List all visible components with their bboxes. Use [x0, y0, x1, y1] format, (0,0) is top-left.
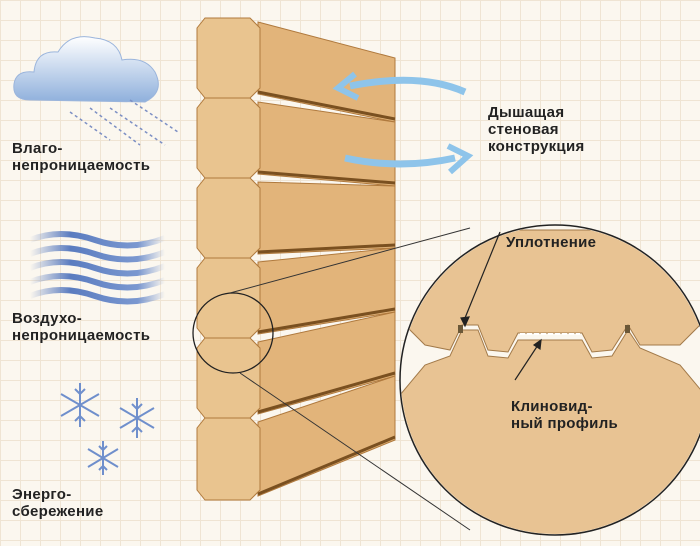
moisture-label: Влаго- непроницаемость: [12, 140, 150, 174]
log-groove: [257, 90, 396, 121]
log-end: [196, 177, 261, 259]
label-line: конструкция: [488, 138, 585, 155]
profile-label: Клиновид- ный профиль: [511, 398, 618, 432]
log-groove: [257, 435, 396, 496]
snowflake-icon: [119, 398, 155, 438]
wind-icon: [28, 231, 167, 305]
rain-icon: [69, 99, 179, 146]
magnifier: [192, 224, 700, 536]
log-wall: [196, 17, 396, 501]
label-line: Дышащая: [488, 104, 565, 121]
label-line: ный профиль: [511, 415, 619, 432]
log-end: [196, 97, 261, 179]
air-label: Воздухо- непроницаемость: [12, 310, 150, 344]
label-line: Клиновид-: [511, 398, 593, 415]
cloud-icon: [13, 36, 159, 103]
log-end: [196, 257, 261, 339]
log-groove: [257, 170, 396, 185]
label-line: непроницаемость: [12, 157, 151, 174]
log-groove: [257, 307, 396, 334]
label-line: Воздухо-: [12, 310, 83, 327]
arrow-out-icon: [344, 154, 456, 168]
label-line: Энерго-: [12, 486, 72, 503]
breathing-label: Дышащая стеновая конструкция: [488, 104, 585, 155]
energy-label: Энерго- сбережение: [12, 486, 103, 520]
label-line: непроницаемость: [12, 327, 151, 344]
log-groove: [257, 371, 396, 414]
label-line: Влаго-: [12, 140, 63, 157]
air-flow-arrows: [332, 71, 474, 175]
log-groove: [257, 243, 396, 254]
log-side: [257, 181, 396, 255]
log-end: [196, 417, 261, 501]
label-line: стеновая: [488, 121, 559, 138]
log-end: [196, 17, 261, 99]
log-end: [196, 337, 261, 419]
snowflake-icon: [87, 441, 119, 475]
snowflake-icon: [60, 383, 100, 427]
label-line: сбережение: [12, 503, 104, 520]
arrow-in-icon: [349, 76, 467, 96]
seal-label: Уплотнение: [506, 234, 597, 251]
